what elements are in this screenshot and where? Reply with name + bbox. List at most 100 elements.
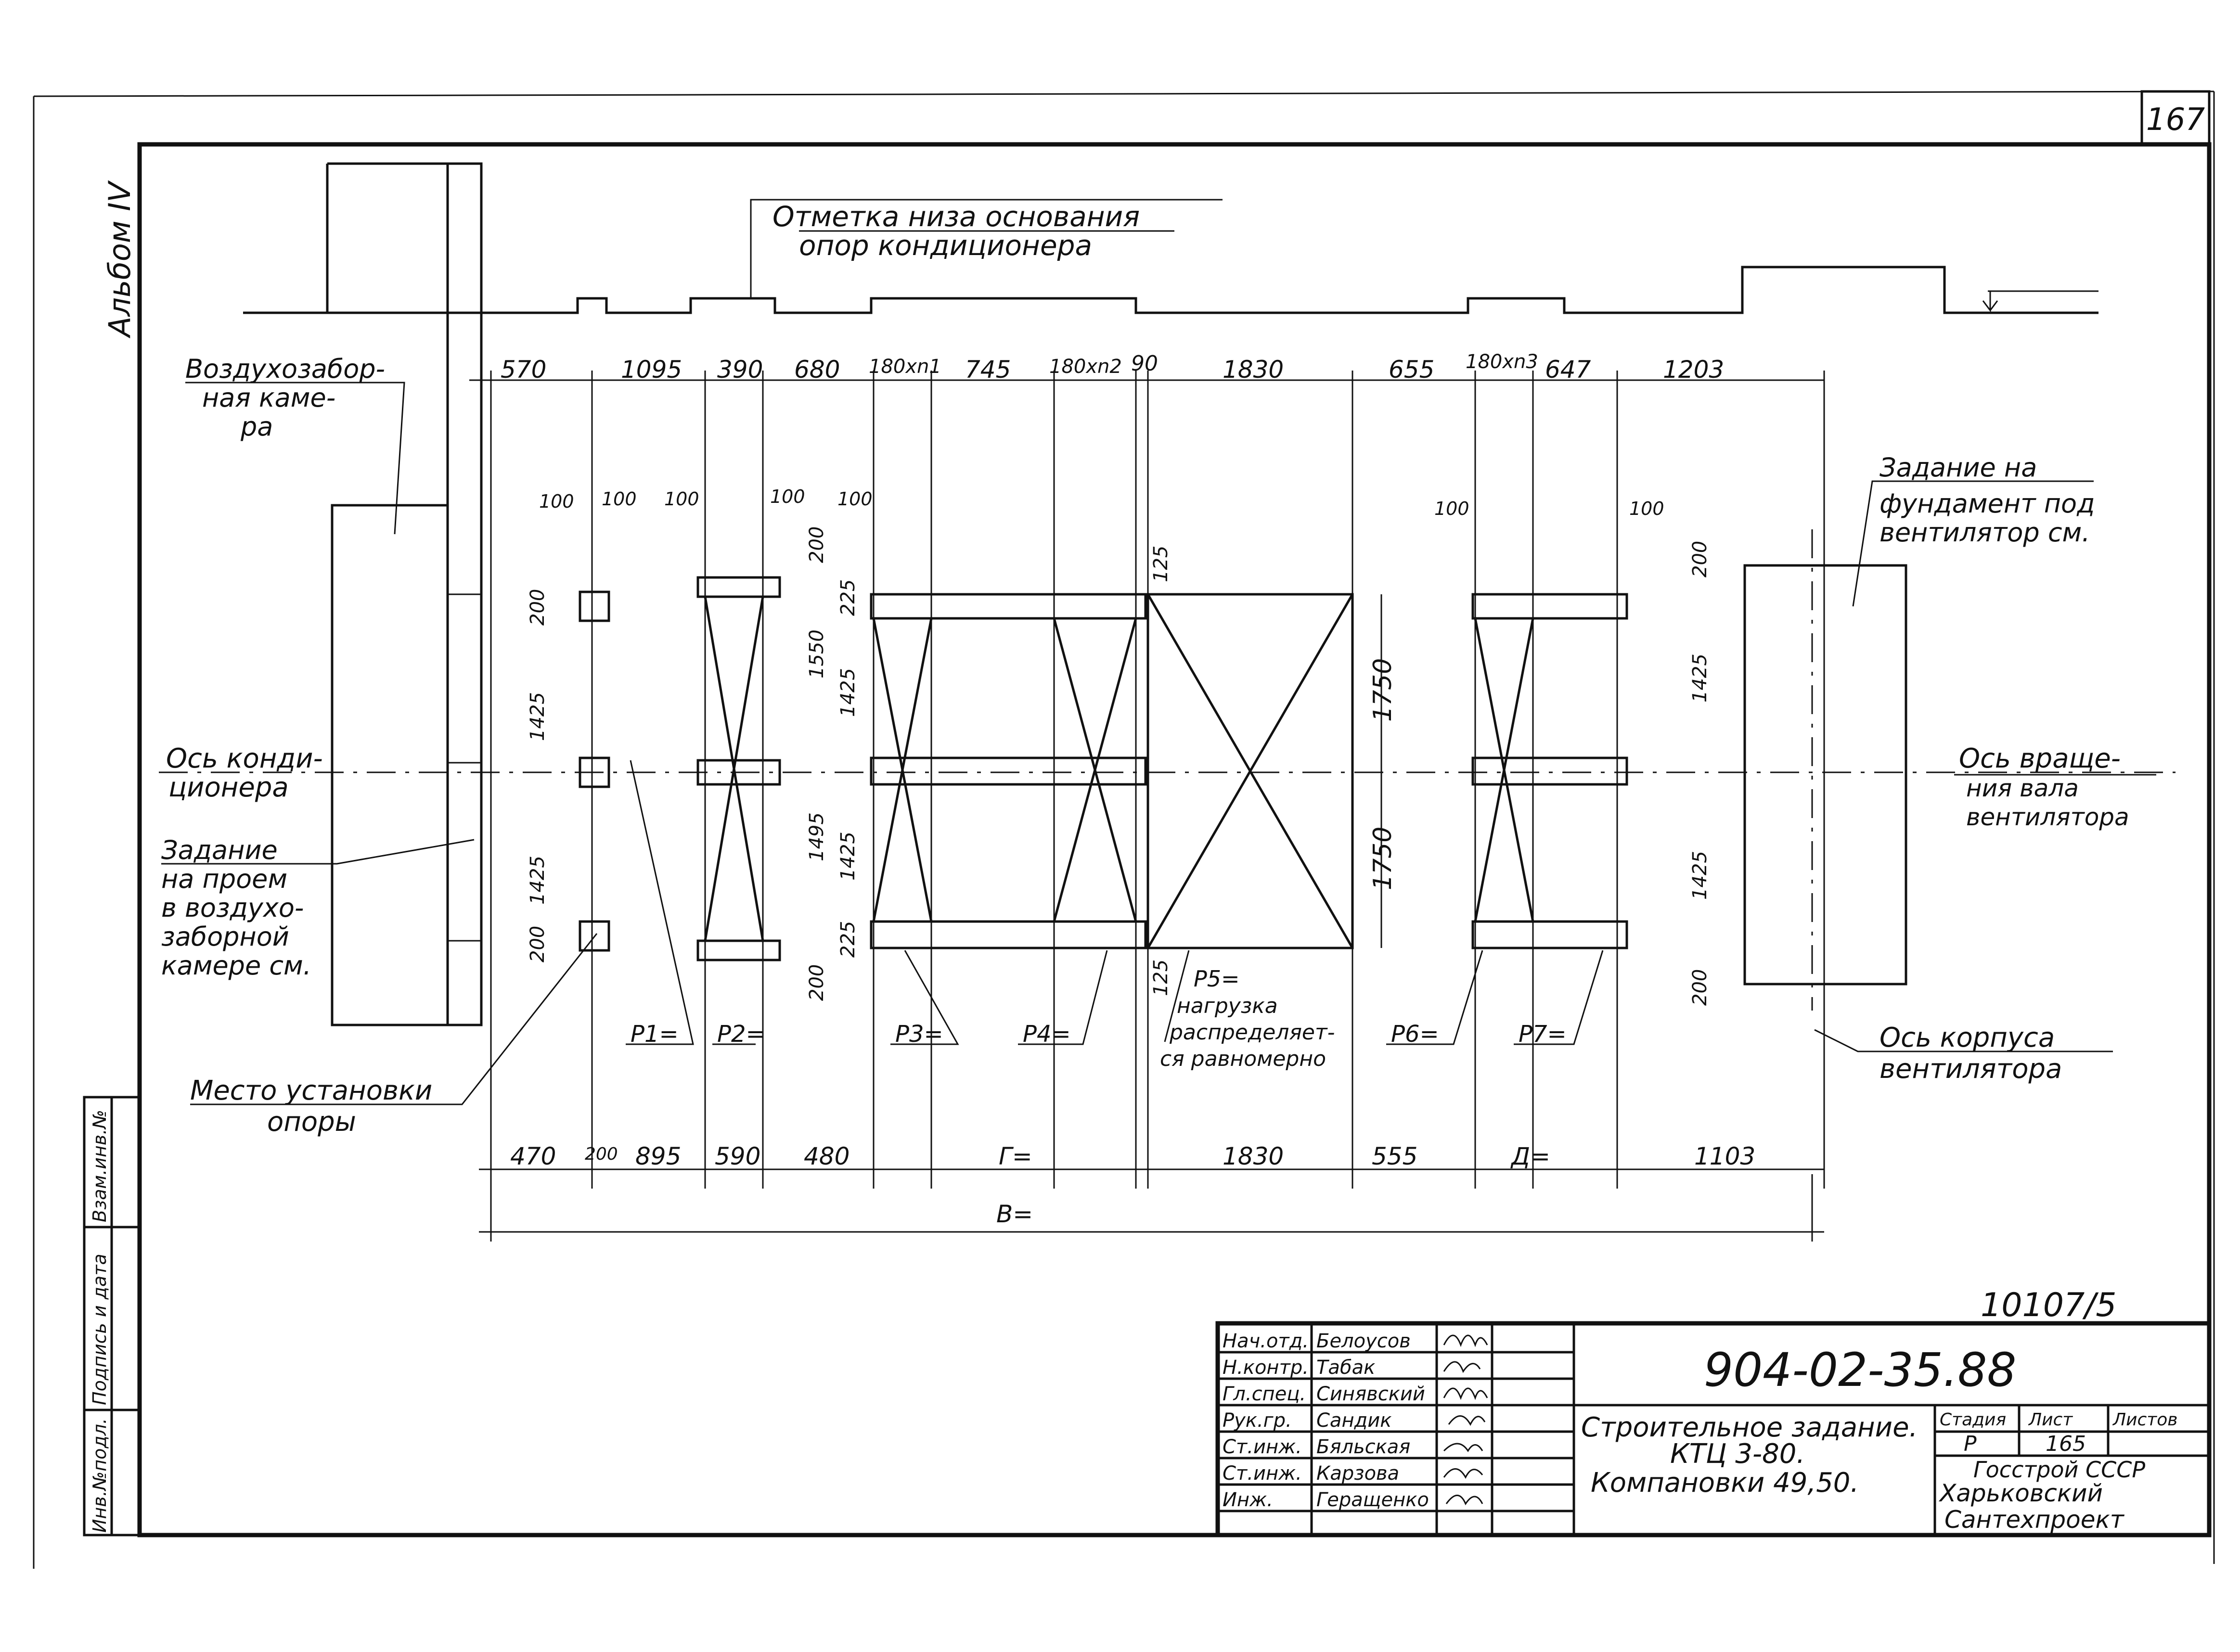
top-dim-647: 647 [1545,356,1591,384]
base-mark-line2: опор кондиционера [799,229,1092,262]
p5-note-line3: распределяет- [1169,1020,1335,1045]
supports-col2 [696,576,781,961]
fan-foundation-line1: Задание на [1880,452,2037,483]
dim-100-a: 100 [539,491,574,512]
top-dim-745: 745 [965,356,1011,384]
name-2: Табак [1316,1357,1375,1379]
role-7: Инж. [1223,1489,1273,1511]
vdim-200-b: 200 [527,926,549,962]
vdim-200-e: 200 [1689,541,1711,577]
p5-note-line4: ся равномерно [1160,1047,1326,1071]
doc-code: 904-02-35.88 [1704,1343,2017,1397]
supports-col1 [579,590,610,952]
top-dim-570: 570 [501,356,546,384]
vdim-225-a: 225 [837,579,859,616]
vdim-200-a: 200 [527,589,549,626]
base-level-arrow [1982,291,1998,313]
doc-title-line2: КТЦ 3-80. [1670,1438,1805,1470]
outer-trim-line [33,90,2214,97]
bottom-dim-200: 200 [585,1144,618,1164]
org-line3: Сантехпроект [1944,1506,2125,1534]
base-mark-leader [750,199,1223,298]
fan-casing-leader [1814,1029,2113,1052]
support-place-line2: опоры [267,1106,356,1138]
name-3: Синявский [1316,1383,1425,1405]
drawing-frame [137,142,2212,1537]
fan-foundation-line2: фундамент под [1880,488,2095,519]
top-dim-180n2: 180xn2 [1049,356,1122,378]
fan-casing-line1: Ось корпуса [1880,1022,2055,1053]
stage-label: Стадия [1940,1410,2006,1430]
top-dim-180n1: 180xn1 [869,356,941,378]
vdim-1425-d: 1425 [837,832,859,881]
intake-chamber-outline [327,162,483,1026]
opening-task-leader [161,839,475,865]
p5-note-line1: P5= [1194,966,1240,992]
name-5: Бяльская [1316,1436,1410,1458]
signatures [1443,1334,1488,1506]
doc-title-line1: Строительное задание. [1581,1412,1918,1443]
vdim-1550: 1550 [806,629,828,679]
opening-task-line3: в воздухо- [161,893,304,923]
page-number-box [2140,90,2211,146]
role-4: Рук.гр. [1223,1409,1292,1432]
top-dim-390: 390 [717,356,763,384]
p5-note-line2: нагрузка [1177,994,1278,1018]
vdim-1425-a: 1425 [527,692,549,741]
title-block-grid [1218,1323,2209,1535]
load-p6: P6= [1391,1021,1439,1048]
role-3: Гл.спец. [1223,1383,1306,1405]
supports-col34 [870,593,1147,949]
opening-task-line5: камере см. [161,950,311,981]
bottom-dim-d: Д= [1510,1142,1550,1170]
top-dim-1203: 1203 [1663,356,1724,384]
fan-shaft-line3: вентилятора [1966,803,2129,831]
intake-chamber-line3: ра [240,411,273,442]
load-p2: P2= [717,1021,765,1048]
vertical-dims: 200 1425 1425 200 1550 1495 200 200 225 … [527,526,1711,1006]
conditioner-axis-line1: Ось конди- [166,743,323,774]
vdim-200-c: 200 [806,526,828,563]
fan-casing-line2: вентилятора [1880,1053,2062,1085]
support-place-line1: Место установки [190,1075,432,1106]
name-7: Геращенко [1316,1489,1429,1511]
fan-shaft-line2: ния вала [1966,774,2079,802]
bottom-dim-1830: 1830 [1223,1142,1284,1170]
bottom-dim-895: 895 [635,1142,681,1170]
load-p7: P7= [1519,1021,1567,1048]
bottom-dim-470: 470 [510,1142,556,1170]
page-number: 167 [2146,102,2205,138]
bottom-dim-480: 480 [804,1142,850,1170]
load-leaders [626,760,1604,1045]
load-p3: P3= [895,1021,943,1048]
dim-100-e: 100 [837,488,873,510]
load-p4: P4= [1023,1021,1071,1048]
support-place-leader [190,933,598,1105]
vdim-125-b: 125 [1150,960,1172,996]
name-4: Сандик [1316,1409,1391,1432]
side-stamp-inv: Инв.№подл. [89,1418,110,1533]
dim-100-c: 100 [664,488,699,510]
opening-task-line1: Задание [161,835,278,865]
stage-value: Р [1964,1432,1977,1456]
dim-100-b: 100 [602,488,637,510]
fan-foundation-line3: вентилятор см. [1880,517,2090,548]
role-5: Ст.инж. [1223,1436,1302,1458]
top-dim-680: 680 [794,356,840,384]
load-p1: P1= [631,1021,679,1048]
role-1: Нач.отд. [1223,1330,1309,1352]
sheet-label: Лист [2028,1410,2073,1430]
vdim-200-d: 200 [806,964,828,1001]
sheet-value: 165 [2046,1432,2086,1456]
supports-col67 [1471,593,1628,949]
top-dim-180n3: 180xn3 [1466,351,1538,373]
title-block [1215,1321,2212,1537]
top-dim-655: 655 [1389,356,1434,384]
total-dim-label: В= [996,1200,1033,1228]
vdim-1750-b: 1750 [1368,827,1397,890]
opening-task-line4: заборной [161,922,289,952]
role-6: Ст.инж. [1223,1462,1302,1485]
role-2: Н.контр. [1223,1357,1309,1379]
vdim-1425-c: 1425 [837,668,859,717]
